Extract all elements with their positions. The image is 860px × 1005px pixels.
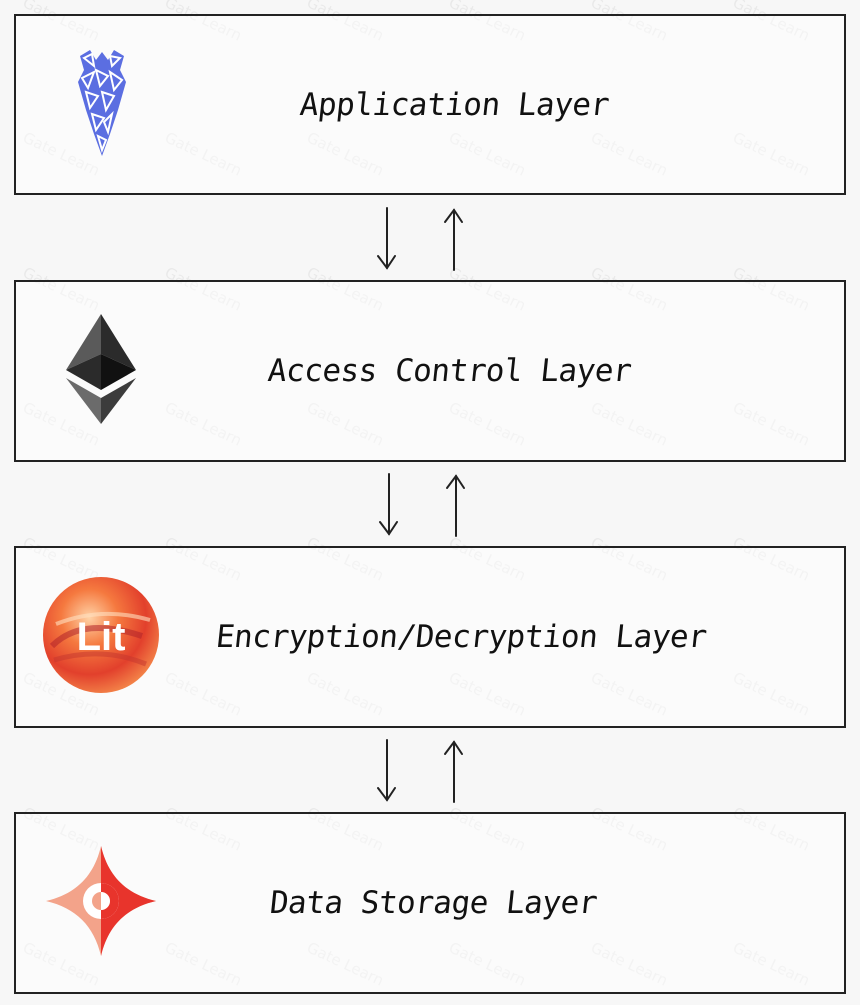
- bidirectional-arrows: [377, 739, 463, 803]
- up-arrow-icon: [444, 208, 463, 271]
- carrot-icon: [74, 48, 130, 162]
- storage-star-icon: [46, 846, 156, 960]
- ethereum-icon: [66, 314, 136, 428]
- encryption-decryption-layer-box: Lit Encryption/Decryption Layer: [14, 546, 846, 728]
- data-storage-layer-box: Data Storage Layer: [14, 812, 846, 994]
- lit-protocol-icon: Lit: [42, 576, 160, 698]
- layer-label: Data Storage Layer: [268, 885, 599, 921]
- access-control-layer-box: Access Control Layer: [14, 280, 846, 462]
- bidirectional-arrows: [379, 473, 465, 537]
- bidirectional-arrows: [377, 207, 463, 271]
- down-arrow-icon: [377, 207, 396, 270]
- down-arrow-icon: [377, 739, 396, 802]
- application-layer-box: Application Layer: [14, 14, 846, 195]
- up-arrow-icon: [446, 474, 465, 537]
- layer-label: Application Layer: [298, 86, 611, 123]
- down-arrow-icon: [379, 473, 398, 536]
- lit-logo-text: Lit: [77, 615, 126, 659]
- layer-label: Access Control Layer: [266, 353, 634, 389]
- up-arrow-icon: [444, 740, 463, 803]
- layer-label: Encryption/Decryption Layer: [214, 619, 709, 655]
